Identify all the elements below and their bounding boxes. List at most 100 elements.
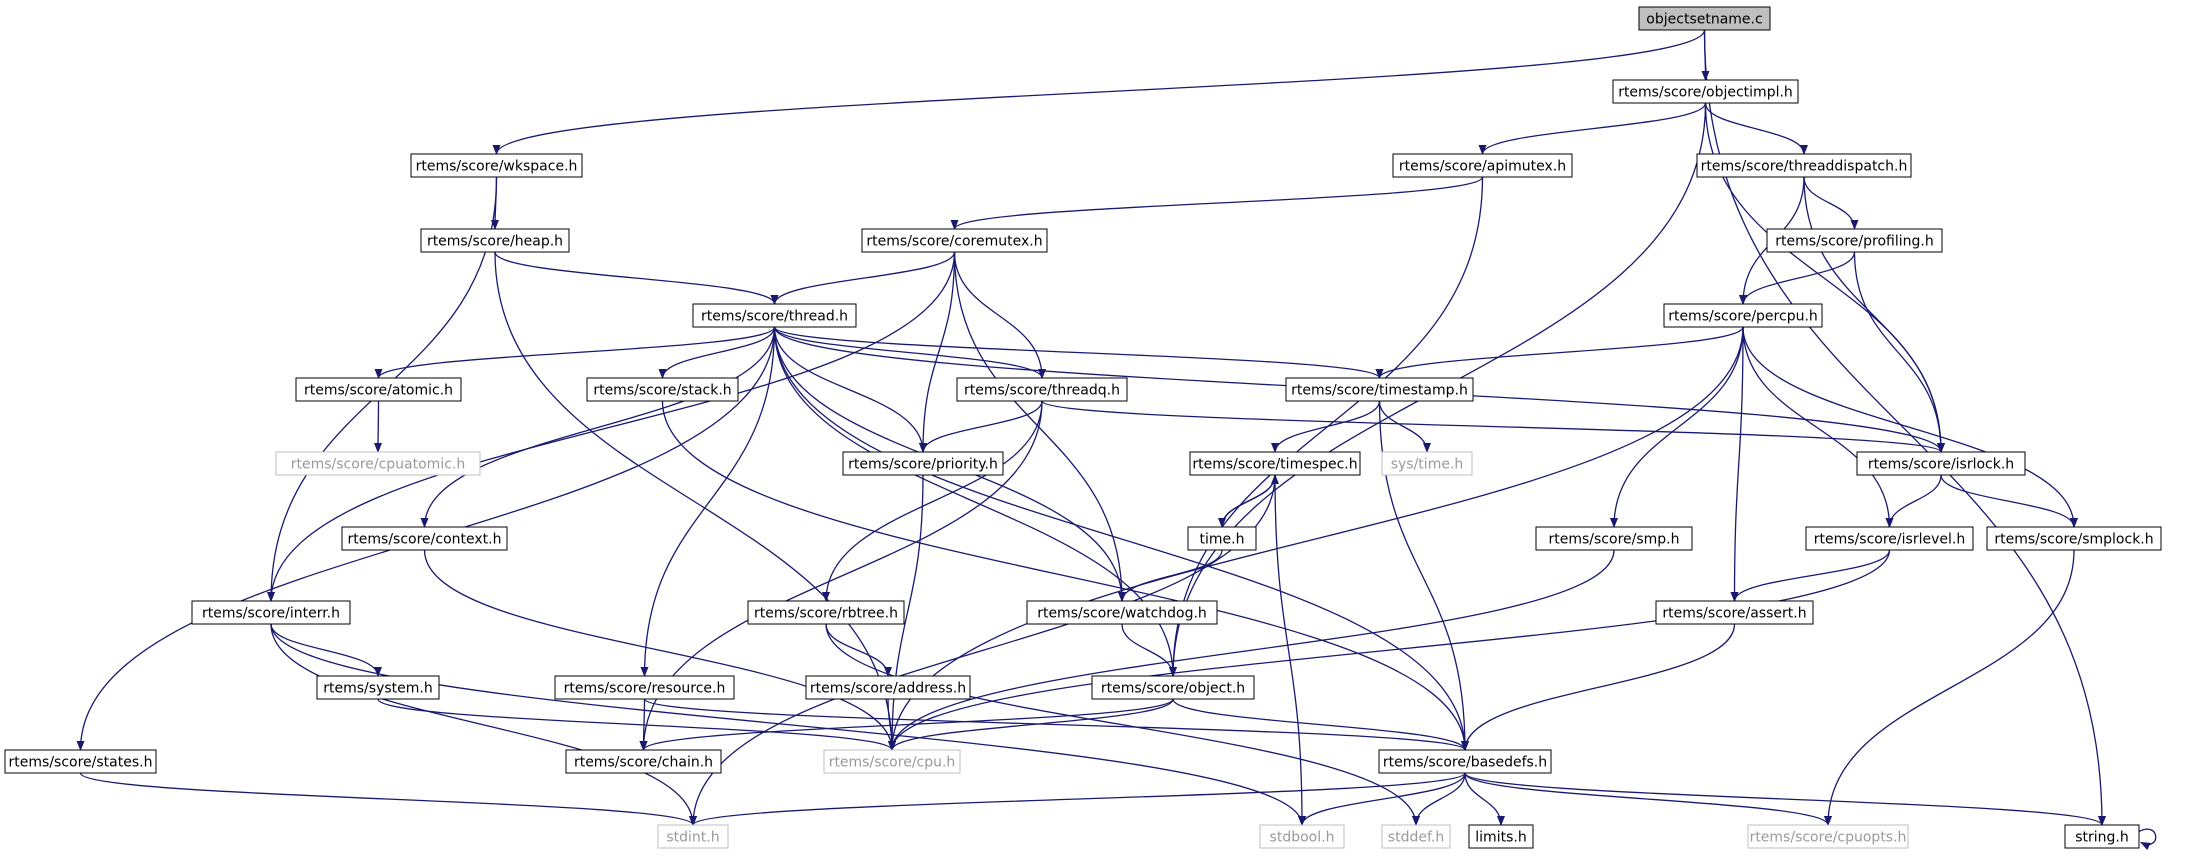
node-threaddispatch[interactable]: rtems/score/threaddispatch.h [1696,153,1912,178]
node-box [4,749,157,774]
edge-context-to-cpu [423,549,896,751]
node-box [1638,6,1771,31]
node-priority[interactable]: rtems/score/priority.h [842,451,1004,476]
node-label: rtems/score/atomic.h [304,383,453,399]
edge-address-to-cpu [887,698,896,751]
node-address[interactable]: rtems/score/address.h [805,675,971,700]
node-isrlevel[interactable]: rtems/score/isrlevel.h [1805,526,1974,551]
node-objectsetname[interactable]: objectsetname.c [1638,6,1771,31]
node-label: rtems/score/timespec.h [1192,457,1357,473]
node-resource[interactable]: rtems/score/resource.h [554,675,735,700]
node-box [956,377,1128,402]
node-box [1026,600,1218,625]
node-label: rtems/system.h [323,681,432,697]
node-box [554,675,735,700]
node-box [1468,824,1534,849]
edge-heap-to-thread [494,251,779,305]
edge-thread-to-atomic [374,326,776,379]
edge-percpu-to-timestamp [1375,326,1744,379]
node-rbtree[interactable]: rtems/score/rbtree.h [747,600,905,625]
node-label: rtems/score/object.h [1101,681,1245,697]
edge-thread-to-timestamp [773,326,1384,379]
edge-rbtree-to-address [825,623,892,677]
node-timeh[interactable]: time.h [1187,526,1257,551]
node-basedefs[interactable]: rtems/score/basedefs.h [1378,749,1552,774]
node-label: rtems/score/cpu.h [829,755,956,771]
edge-threadq-to-rbtree [822,400,1043,602]
node-string[interactable]: string.h [2064,824,2140,849]
edge-objectsetname-to-wkspace [492,29,1706,155]
node-coremutex[interactable]: rtems/score/coremutex.h [861,228,1048,253]
edge-smplock-to-cpuopts [1824,549,2075,826]
node-systime: sys/time.h [1381,451,1473,476]
node-heap[interactable]: rtems/score/heap.h [420,228,570,253]
edge-objectsetname-to-string [1703,29,2106,826]
node-box [1381,451,1473,476]
node-box [1612,79,1799,104]
node-isrlock[interactable]: rtems/score/isrlock.h [1856,451,2026,476]
node-apimutex[interactable]: rtems/score/apimutex.h [1392,153,1573,178]
node-systemh[interactable]: rtems/system.h [316,675,440,700]
node-box [191,600,351,625]
node-cpuopts: rtems/score/cpuopts.h [1747,824,1909,849]
edge-object-to-chain [639,698,1174,751]
node-box [1187,526,1257,551]
node-label: stddef.h [1388,830,1444,846]
node-timespec[interactable]: rtems/score/timespec.h [1189,451,1361,476]
node-label: time.h [1200,532,1245,548]
node-label: rtems/score/thread.h [701,309,848,325]
node-cpuatomic: rtems/score/cpuatomic.h [275,451,481,476]
node-objectimpl[interactable]: rtems/score/objectimpl.h [1612,79,1799,104]
node-profiling[interactable]: rtems/score/profiling.h [1766,228,1943,253]
edge-threadq-to-priority [919,400,1043,453]
node-box [1696,153,1912,178]
node-label: rtems/score/coremutex.h [866,234,1042,250]
edge-timestamp-to-timespec [1271,400,1381,453]
node-box [586,377,739,402]
node-label: limits.h [1475,830,1526,846]
edge-interr-to-stdbool [270,623,1306,826]
node-smp[interactable]: rtems/score/smp.h [1535,526,1693,551]
edge-isrlock-to-smplock [1940,474,2078,528]
node-box [1378,749,1552,774]
node-box [1259,824,1345,849]
node-wkspace[interactable]: rtems/score/wkspace.h [410,153,583,178]
node-watchdog[interactable]: rtems/score/watchdog.h [1026,600,1218,625]
node-label: rtems/score/smp.h [1549,532,1680,548]
node-object[interactable]: rtems/score/object.h [1091,675,1255,700]
node-box [316,675,440,700]
node-states[interactable]: rtems/score/states.h [4,749,157,774]
node-limits[interactable]: limits.h [1468,824,1534,849]
edge-timeh-to-watchdog [1118,549,1223,602]
node-threadq[interactable]: rtems/score/threadq.h [956,377,1128,402]
edge-timeh-to-timespec [1221,474,1279,528]
node-box [341,526,508,551]
node-box [275,451,481,476]
edge-coremutex-to-interr [267,251,956,602]
node-box [805,675,971,700]
node-percpu[interactable]: rtems/score/percpu.h [1663,303,1823,328]
edge-objectimpl-to-apimutex [1478,102,1707,155]
node-box [692,303,857,328]
node-timestamp[interactable]: rtems/score/timestamp.h [1285,377,1474,402]
node-context[interactable]: rtems/score/context.h [341,526,508,551]
node-atomic[interactable]: rtems/score/atomic.h [295,377,462,402]
edge-thread-to-priority [773,326,927,453]
edge-objectimpl-to-threaddispatch [1704,102,1808,155]
node-chain[interactable]: rtems/score/chain.h [565,749,722,774]
edge-percpu-to-cpu [888,326,1744,751]
node-box [2064,824,2140,849]
edge-isrlevel-to-assert [1730,549,1891,602]
edge-timestamp-to-systime [1378,400,1431,453]
edge-basedefs-to-stdbool [1298,772,1466,826]
edge-atomic-to-cpuatomic [374,400,383,453]
edge-interr-to-stdint [270,623,697,826]
node-label: rtems/score/isrlevel.h [1814,532,1965,548]
node-label: objectsetname.c [1646,12,1762,28]
node-stack[interactable]: rtems/score/stack.h [586,377,739,402]
node-smplock[interactable]: rtems/score/smplock.h [1986,526,2162,551]
node-thread[interactable]: rtems/score/thread.h [692,303,857,328]
node-label: rtems/score/isrlock.h [1868,457,2014,473]
node-interr[interactable]: rtems/score/interr.h [191,600,351,625]
node-assert[interactable]: rtems/score/assert.h [1655,600,1814,625]
